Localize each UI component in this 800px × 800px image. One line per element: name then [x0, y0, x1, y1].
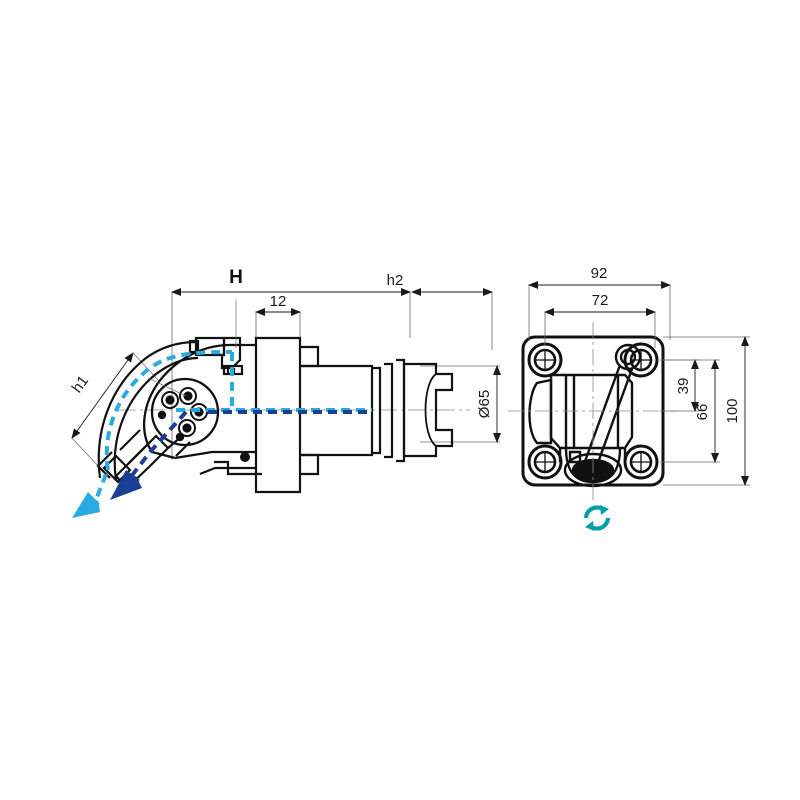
rotation-arrows-icon	[583, 505, 611, 531]
dimension-h1: h1	[69, 352, 161, 469]
dimension-12: 12	[255, 293, 301, 316]
dimension-label-h1: h1	[69, 373, 93, 396]
dimension-label-h2: h2	[387, 272, 404, 289]
coolant-flow-arrow-blue	[110, 470, 142, 500]
front-view-group: 92 72 39 66 100	[508, 265, 750, 531]
dimension-66: 66	[660, 359, 720, 463]
hose-front-view	[582, 343, 642, 470]
head-housing	[142, 343, 256, 460]
coolant-hose	[97, 340, 199, 481]
dimension-label-H: H	[229, 267, 243, 288]
taper-shank	[402, 362, 454, 458]
dimension-label-12: 12	[270, 293, 287, 310]
dimension-label-92: 92	[591, 265, 608, 282]
dimension-label-72: 72	[592, 292, 609, 309]
dimension-39: 39	[660, 359, 700, 412]
dimension-H: H	[171, 267, 411, 296]
front-centerlines	[508, 322, 678, 500]
coolant-flow-arrow-cyan	[72, 473, 108, 518]
central-body	[528, 373, 634, 462]
extension-lines	[171, 292, 493, 460]
dimension-label-66: 66	[694, 404, 711, 421]
dimension-label-100: 100	[724, 398, 741, 423]
dimension-100: 100	[663, 336, 750, 486]
dimension-92: 92	[528, 265, 671, 340]
dimension-h2: h2	[387, 272, 493, 296]
dimension-label-39: 39	[675, 378, 692, 395]
return-flow-path-blue	[128, 410, 370, 480]
dimension-label-diameter: Ø65	[476, 390, 493, 418]
leader-line	[147, 377, 187, 397]
dimension-72: 72	[544, 292, 656, 348]
side-view-group: H h2 12 h1 Ø65	[69, 267, 501, 518]
detent-ball	[240, 452, 250, 462]
hose-elbow-fitting	[188, 336, 244, 376]
lower-housing	[174, 450, 262, 476]
